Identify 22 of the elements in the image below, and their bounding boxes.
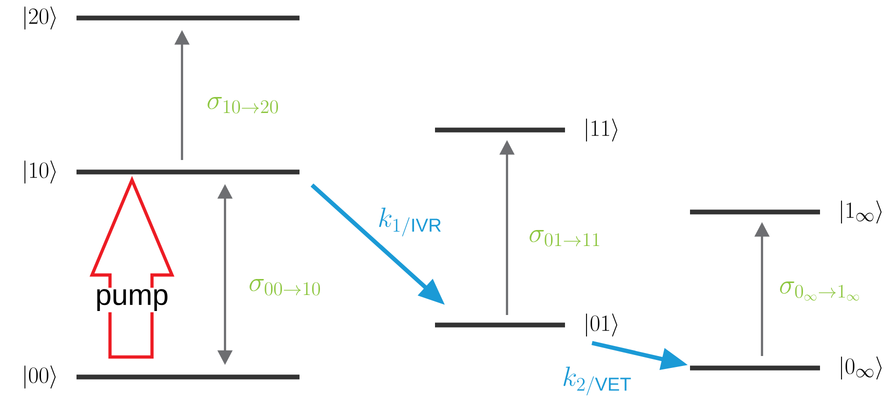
energy-level: $|0_\infty\rangle$	[690, 356, 882, 380]
edge-label: $\sigma_{0_\infty\rightarrow 1_\infty}$	[780, 282, 859, 301]
node-label: $|11\rangle$	[586, 118, 618, 142]
edge-label: $\sigma_{10\rightarrow 20}$	[208, 96, 278, 114]
energy-level: $|01\rangle$	[435, 313, 618, 337]
edge-label: $\sigma_{01\rightarrow 11}$	[530, 230, 600, 246]
energy-level: $|20\rangle$	[24, 6, 300, 30]
node-label: $|00\rangle$	[24, 365, 56, 389]
energy-level: $|10\rangle$	[24, 160, 300, 184]
energy-level: $|11\rangle$	[435, 118, 618, 142]
node-label: $|20\rangle$	[24, 6, 56, 30]
node-label: $|10\rangle$	[24, 160, 56, 184]
edge-label: $k_{1/\mathrm{IVR}}$	[379, 208, 441, 236]
energy-level: $|00\rangle$	[24, 365, 300, 389]
edge-label: $\sigma_{00\rightarrow 10}$	[250, 278, 320, 296]
node-label: $|01\rangle$	[586, 313, 618, 337]
node-label: $|1_\infty\rangle$	[841, 200, 882, 224]
node-label: $|0_\infty\rangle$	[841, 356, 882, 380]
energy-level: $|1_\infty\rangle$	[690, 200, 882, 224]
edge-label: pump	[94, 288, 170, 312]
pump-arrow	[90, 176, 174, 359]
edge-label: $k_{2/\mathrm{VET}}$	[564, 366, 631, 396]
